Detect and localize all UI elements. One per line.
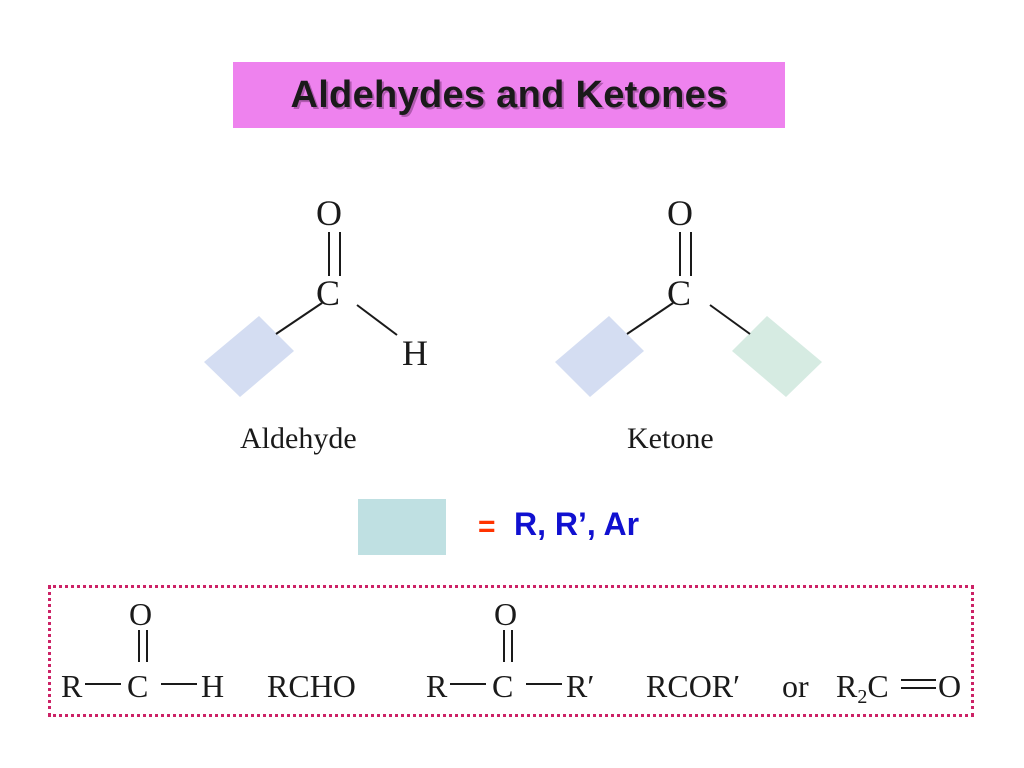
legend-substituent-box [358, 499, 446, 555]
title-banner: Aldehydes and Ketones [233, 62, 785, 128]
aldehyde-substituent-block [204, 316, 294, 397]
aldehyde-bond-r-c [275, 302, 323, 335]
ketone-carbon: C [667, 273, 692, 313]
fa-oxygen: O [129, 596, 153, 632]
r2co-r: R [836, 668, 858, 704]
fk-r-prime: R′ [566, 668, 595, 704]
or-word: or [782, 668, 809, 704]
fk-oxygen: O [494, 596, 518, 632]
legend-text: R, R’, Ar [514, 506, 640, 542]
ketone-substituent-left [555, 316, 644, 397]
r2co-o: O [938, 668, 962, 704]
aldehyde-oxygen: O [316, 193, 342, 233]
legend-equals: = [478, 510, 496, 543]
r2co-formula: R2C [836, 670, 889, 707]
fa-h: H [201, 668, 225, 704]
formula-bonds [85, 630, 936, 689]
fa-r: R [61, 668, 83, 704]
ketone-bond-right [709, 304, 751, 335]
aldehyde-condensed: RCHO [267, 668, 356, 704]
ketone-structure [555, 232, 822, 397]
aldehyde-hydrogen: H [402, 333, 428, 373]
ketone-bond-left [626, 302, 674, 335]
fa-c: C [127, 668, 149, 704]
ketone-oxygen: O [667, 193, 693, 233]
aldehyde-structure [204, 232, 398, 397]
ketone-caption: Ketone [627, 422, 714, 455]
formula-panel: O R C H RCHO O R C R′ RCOR′ or R2C O [48, 585, 974, 717]
aldehyde-bond-c-h [356, 304, 398, 336]
ketone-substituent-right [732, 316, 822, 397]
fk-c: C [492, 668, 514, 704]
aldehyde-carbon: C [316, 273, 341, 313]
aldehyde-caption: Aldehyde [240, 422, 357, 455]
ketone-condensed: RCOR′ [646, 668, 741, 704]
r2co-subscript: 2 [857, 686, 868, 708]
fk-r: R [426, 668, 448, 704]
page-title: Aldehydes and Ketones [290, 73, 728, 116]
r2co-c: C [867, 668, 889, 704]
